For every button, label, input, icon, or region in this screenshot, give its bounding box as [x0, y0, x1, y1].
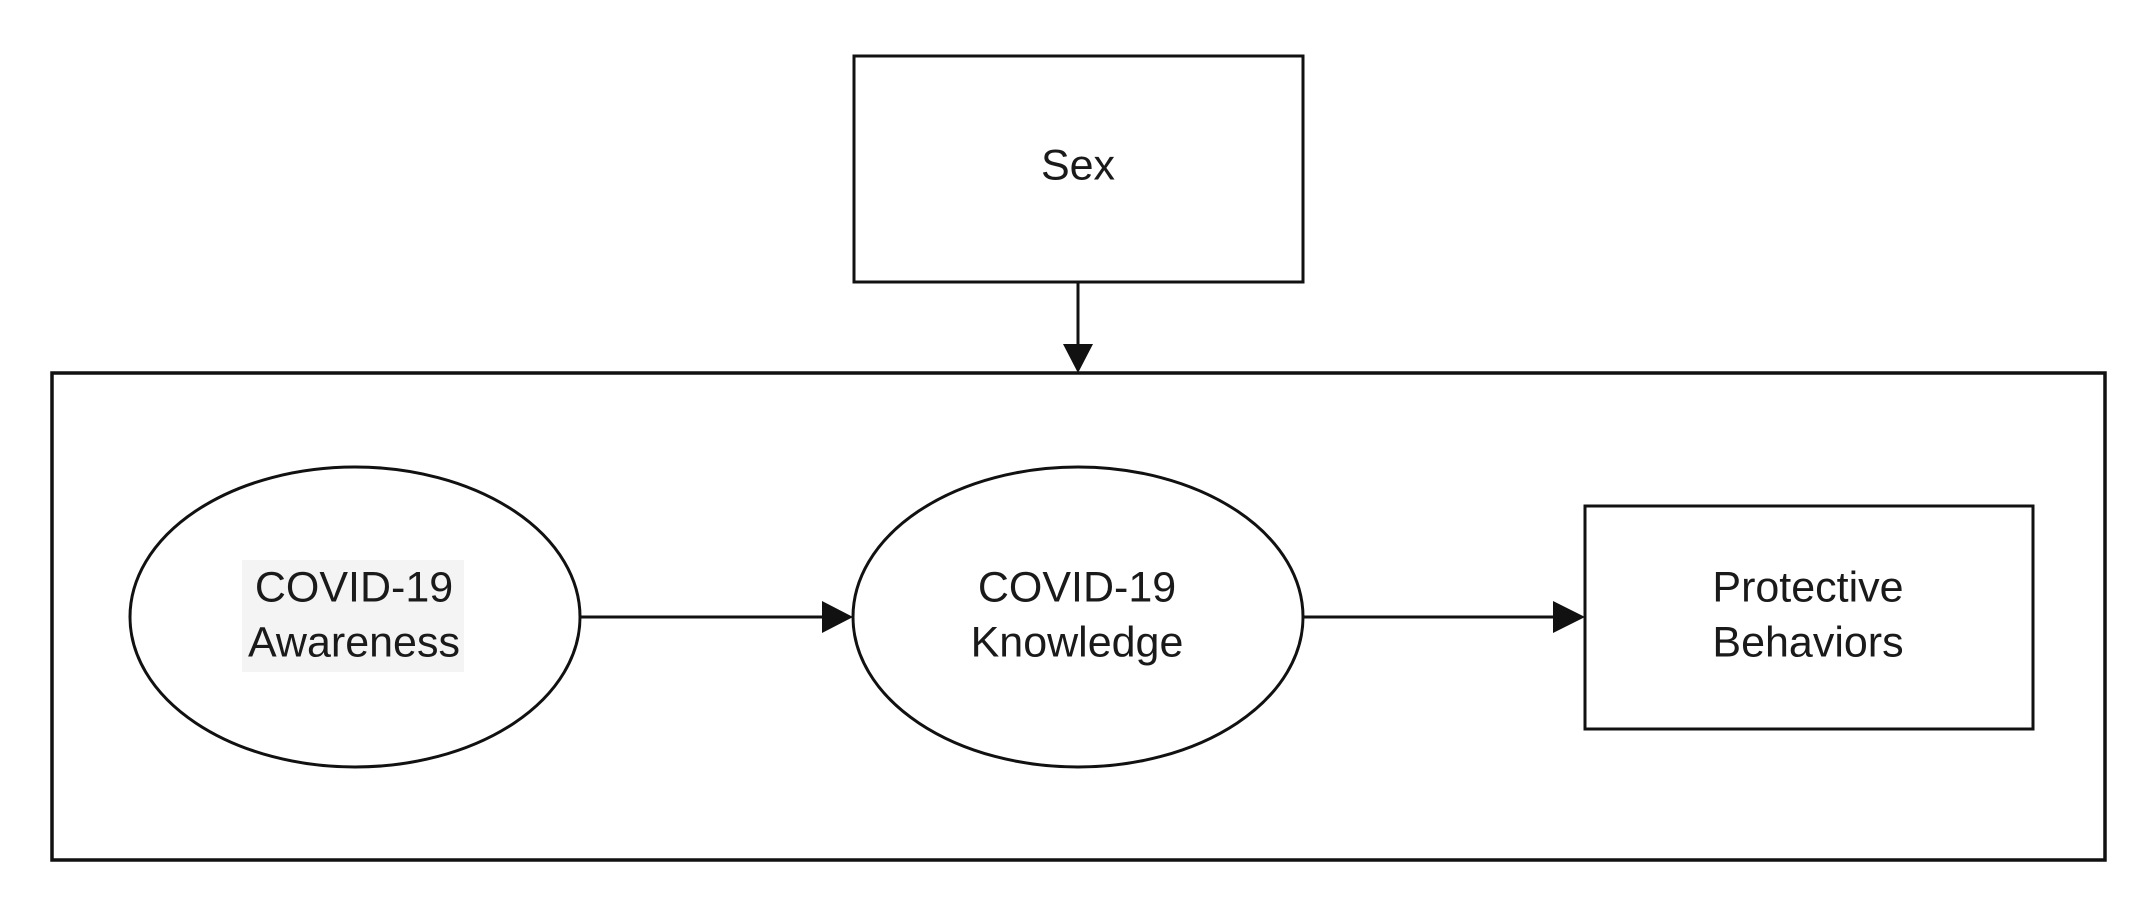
- arrowhead-down: [1063, 344, 1093, 373]
- sex-node: Sex: [852, 54, 1305, 284]
- edge-awareness-to-knowledge: [580, 601, 853, 633]
- behaviors-node: Protective Behaviors: [1583, 504, 2035, 731]
- behaviors-label-line2: Behaviors: [1712, 618, 1903, 666]
- awareness-label-highlight: [242, 560, 464, 672]
- knowledge-ellipse: [851, 465, 1305, 769]
- sex-box: [852, 54, 1305, 284]
- knowledge-label-line2: Knowledge: [971, 618, 1184, 666]
- knowledge-label-line1: COVID-19: [978, 563, 1176, 611]
- awareness-label-line1: COVID-19: [255, 563, 453, 611]
- behaviors-label-line1: Protective: [1712, 563, 1903, 611]
- behaviors-box: [1583, 504, 2035, 731]
- edge-sex-to-model: [1063, 282, 1093, 373]
- model-frame: [50, 371, 2107, 862]
- sex-label: Sex: [1041, 141, 1116, 189]
- arrowhead-right: [822, 601, 853, 633]
- arrowhead-right: [1553, 601, 1585, 633]
- knowledge-node: COVID-19 Knowledge: [851, 465, 1305, 769]
- edge-knowledge-to-behaviors: [1303, 601, 1585, 633]
- awareness-label-line2: Awareness: [248, 618, 460, 666]
- awareness-node: COVID-19 Awareness: [128, 465, 582, 769]
